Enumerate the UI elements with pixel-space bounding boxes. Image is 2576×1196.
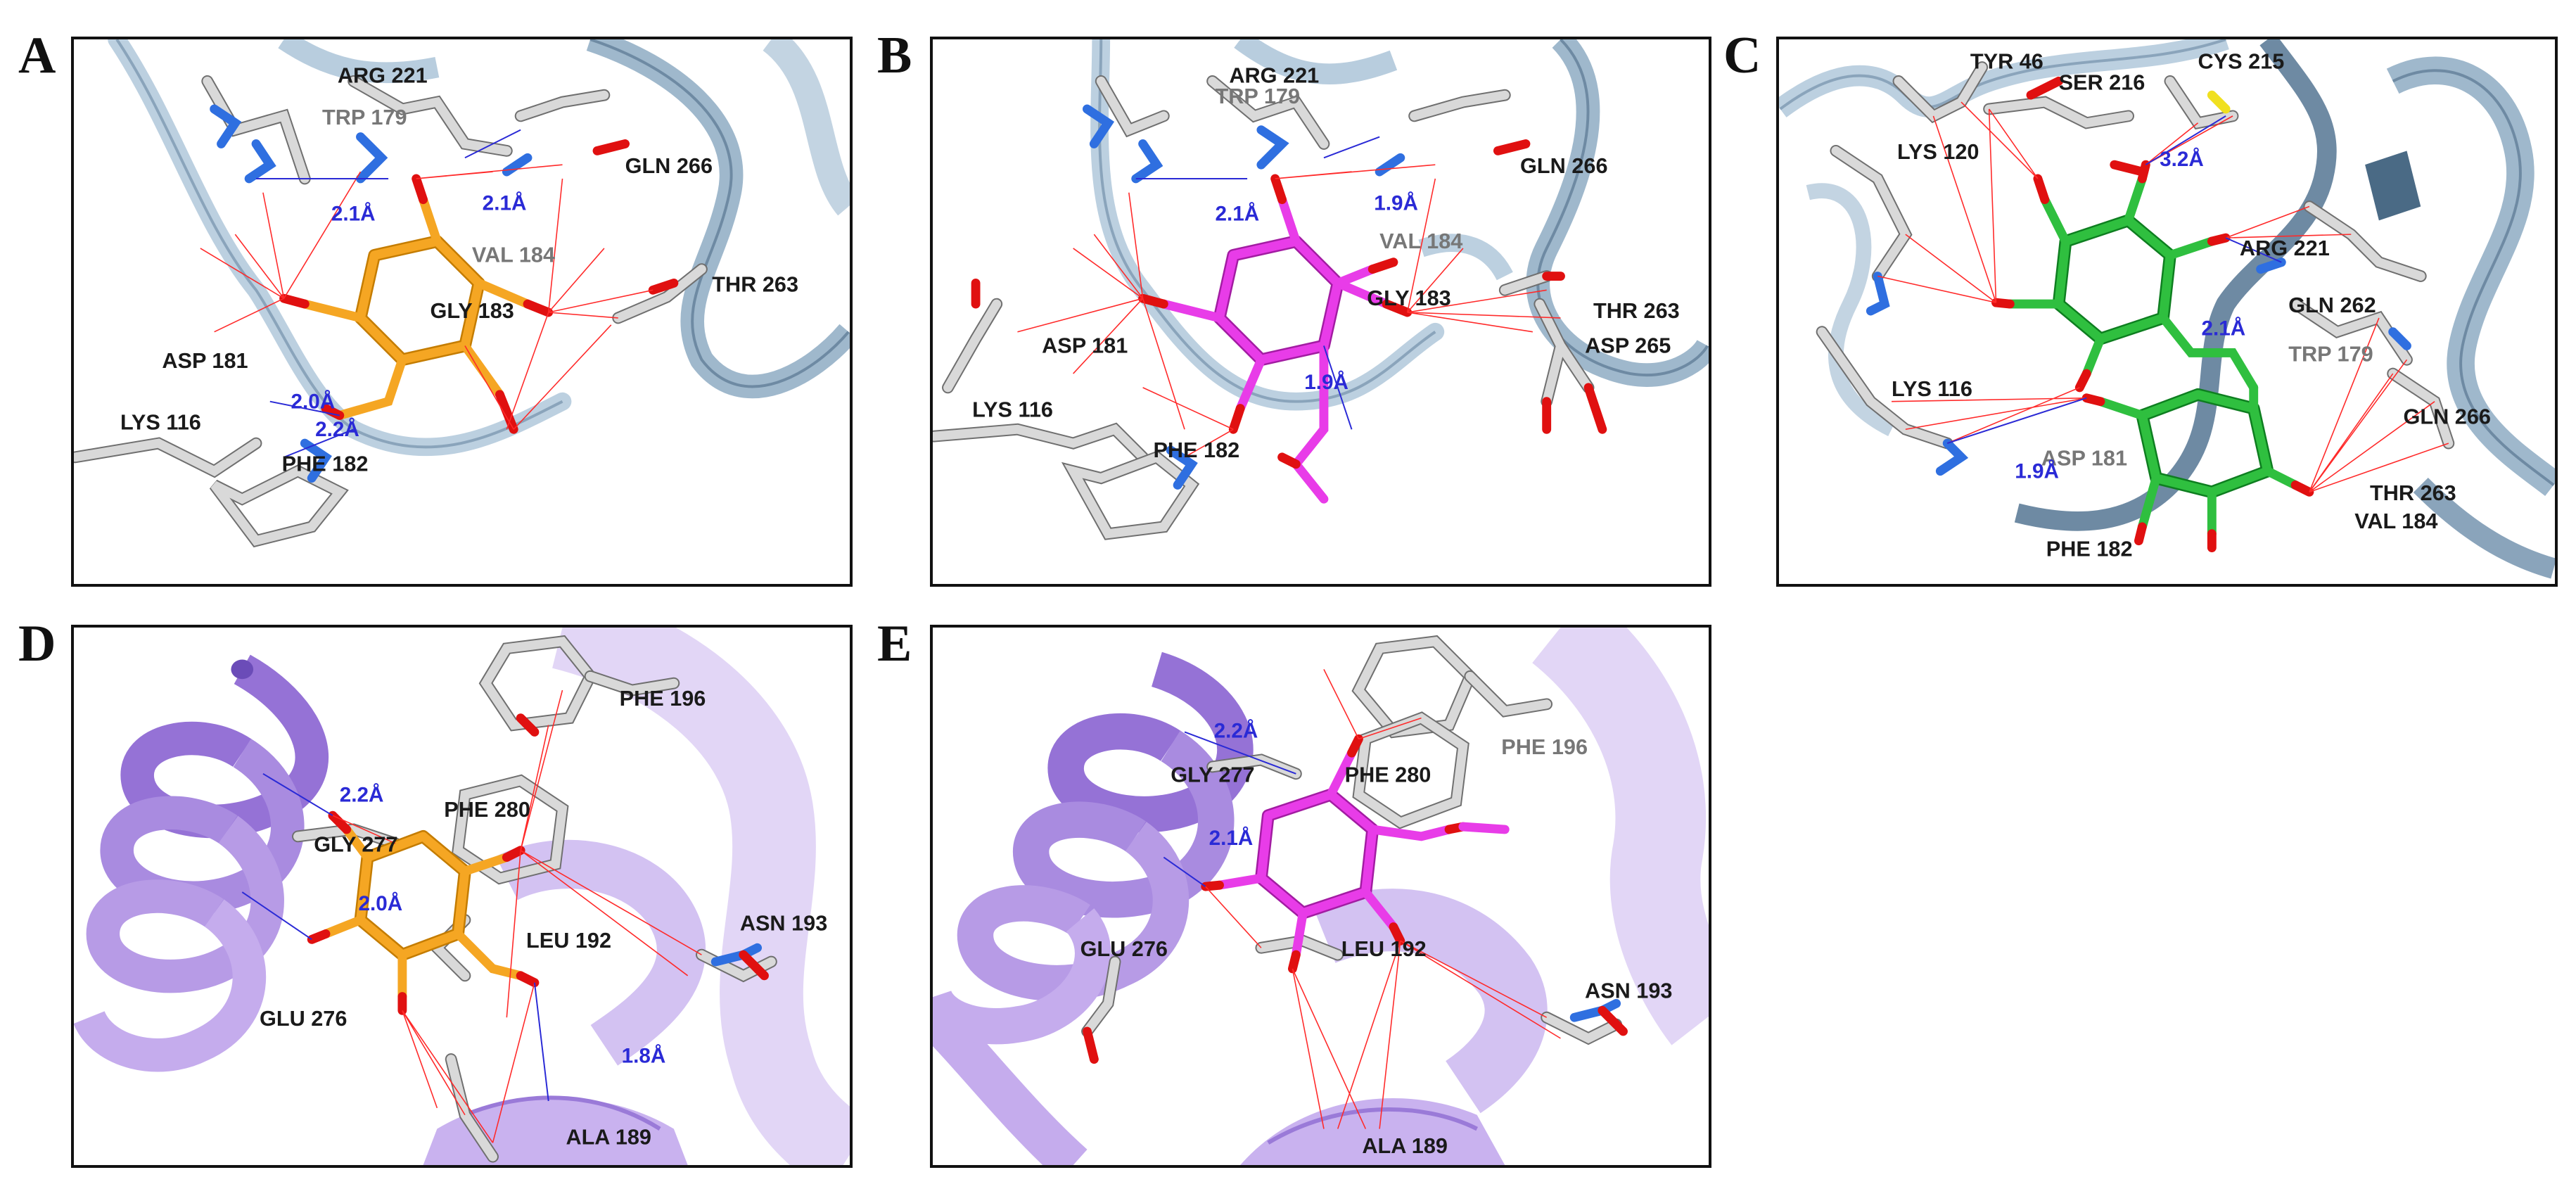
panel-letter-c: C	[1723, 27, 1761, 84]
residue-label: PHE 280	[1345, 763, 1432, 787]
residue-label: ASP 265	[1585, 333, 1671, 357]
distance-label: 2.1Å	[1209, 827, 1254, 850]
residue-label: GLU 276	[260, 1007, 347, 1031]
distance-label: 2.0Å	[291, 390, 336, 414]
residue-label: ASN 193	[1585, 979, 1672, 1003]
ligand-d	[307, 810, 540, 1015]
residue-label: PHE 196	[1501, 735, 1588, 759]
residue-label: ARG 221	[338, 63, 428, 87]
residue-label: THR 263	[2370, 481, 2456, 505]
residue-label: TRP 179	[322, 105, 407, 129]
panel-d: PHE 196 PHE 280 GLY 277 ASN 193 LEU 192 …	[71, 625, 853, 1168]
panel-b-structure: ARG 221 TRP 179 GLN 266 VAL 184 GLY 183 …	[933, 39, 1709, 540]
residue-label: PHE 196	[620, 687, 706, 711]
residue-label: ASN 193	[740, 911, 827, 935]
residue-label: GLN 266	[625, 153, 713, 178]
distance-label: 1.9Å	[2015, 460, 2059, 483]
residue-label: LYS 120	[1897, 139, 1979, 164]
residue-label: GLY 183	[430, 298, 514, 323]
residue-label: VAL 184	[472, 243, 555, 267]
ligand-c	[1991, 160, 2314, 552]
distance-label: 1.9Å	[1304, 371, 1348, 394]
distance-label: 1.8Å	[622, 1045, 666, 1068]
residue-label: THR 263	[712, 272, 798, 296]
residue-label: GLY 277	[1171, 763, 1254, 787]
residue-label: TRP 179	[1216, 84, 1301, 108]
residue-label: LYS 116	[972, 397, 1053, 421]
panel-letter-a: A	[18, 27, 56, 84]
residue-label: PHE 182	[2046, 536, 2133, 561]
distance-label: 2.1Å	[1216, 202, 1260, 225]
residue-label: PHE 182	[1153, 438, 1239, 462]
residue-label: GLY 183	[1367, 286, 1450, 310]
residue-label: TRP 179	[2288, 341, 2373, 366]
residue-label: LEU 192	[1341, 937, 1427, 961]
distance-label: 2.2Å	[340, 783, 384, 806]
distance-label: 2.1Å	[2201, 317, 2245, 341]
panel-e: PHE 196 PHE 280 GLY 277 GLU 276 LEU 192 …	[930, 625, 1711, 1168]
distance-label: 2.2Å	[1214, 719, 1258, 742]
residue-label: LEU 192	[526, 929, 611, 953]
distance-label: 1.9Å	[1374, 191, 1418, 215]
distance-label: 2.0Å	[359, 892, 403, 915]
residue-label: PHE 182	[282, 452, 369, 476]
residue-label: PHE 280	[444, 798, 530, 822]
residue-label: ALA 189	[566, 1125, 651, 1149]
residue-label: GLN 266	[1520, 153, 1607, 178]
residue-label: CYS 215	[2198, 49, 2285, 74]
residue-label: TYR 46	[1970, 49, 2043, 74]
residue-label: LYS 116	[1892, 376, 1972, 401]
residue-label: VAL 184	[1379, 229, 1462, 253]
panel-a-structure: ARG 221 TRP 179 GLN 266 VAL 184 GLY 183 …	[74, 39, 850, 548]
panel-e-structure: PHE 196 PHE 280 GLY 277 GLU 276 LEU 192 …	[933, 628, 1709, 1165]
residue-label: ASP 181	[162, 348, 248, 373]
residue-label: ASP 181	[2041, 446, 2127, 471]
panel-letter-b: B	[877, 27, 912, 84]
panel-a: ARG 221 TRP 179 GLN 266 VAL 184 GLY 183 …	[71, 37, 853, 587]
residue-label: GLN 262	[2288, 293, 2376, 317]
distance-label: 2.1Å	[331, 202, 376, 225]
residue-label: GLU 276	[1080, 937, 1168, 961]
panel-c: TYR 46 SER 216 CYS 215 LYS 120 ARG 221 G…	[1776, 37, 2558, 587]
distance-label: 2.1Å	[483, 191, 527, 215]
residue-label: LYS 116	[120, 409, 201, 434]
residue-label: THR 263	[1593, 298, 1680, 323]
panel-c-structure: TYR 46 SER 216 CYS 215 LYS 120 ARG 221 G…	[1779, 39, 2555, 579]
panel-letter-d: D	[18, 615, 56, 673]
residue-label: ARG 221	[2240, 236, 2330, 260]
residue-label: GLN 266	[2404, 404, 2491, 428]
residue-label: ARG 221	[1229, 63, 1319, 87]
panel-b: ARG 221 TRP 179 GLN 266 VAL 184 GLY 183 …	[930, 37, 1711, 587]
residue-label: SER 216	[2059, 70, 2145, 94]
distance-label: 3.2Å	[2160, 148, 2204, 171]
ligand-e	[1201, 734, 1510, 974]
residue-label: GLY 277	[314, 833, 397, 857]
residue-label: ASP 181	[1042, 333, 1128, 357]
distance-label: 2.2Å	[315, 418, 359, 441]
panel-letter-e: E	[877, 615, 912, 673]
residue-label: ALA 189	[1362, 1134, 1448, 1158]
residue-label: VAL 184	[2354, 509, 2437, 533]
panel-d-structure: PHE 196 PHE 280 GLY 277 ASN 193 LEU 192 …	[74, 628, 850, 1165]
